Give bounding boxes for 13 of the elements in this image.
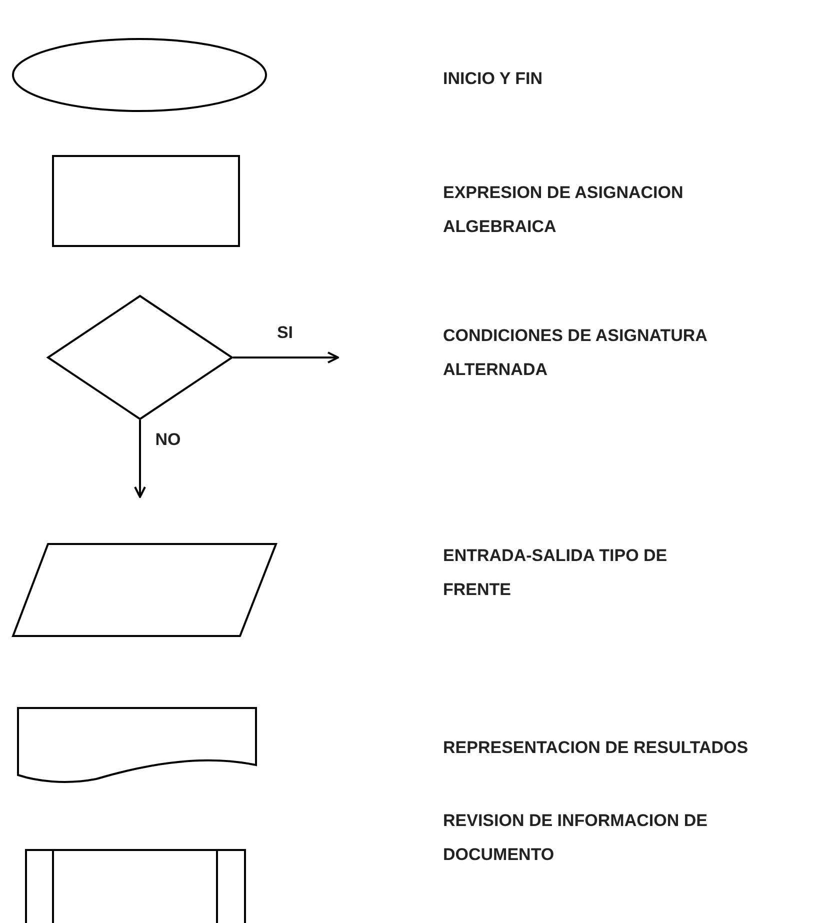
- arrow: [134, 420, 146, 498]
- symbol-description: EXPRESION DE ASIGNACION ALGEBRAICA: [443, 182, 684, 238]
- symbol-description: ENTRADA-SALIDA TIPO DE FRENTE: [443, 545, 668, 601]
- symbol-description: REPRESENTACION DE RESULTADOS: [443, 737, 750, 759]
- decision-diamond: [47, 295, 233, 420]
- symbol-description: REVISION DE INFORMACION DE DOCUMENTO: [443, 810, 708, 866]
- arrow: [233, 352, 339, 364]
- input-output-parallelogram: [12, 543, 277, 637]
- predefined-process-box: [25, 849, 246, 923]
- symbol-description: INICIO Y FIN: [443, 68, 544, 90]
- process-box: [52, 155, 240, 247]
- symbol-description: CONDICIONES DE ASIGNATURA ALTERNADA: [443, 325, 708, 381]
- terminal-ellipse: [12, 38, 267, 112]
